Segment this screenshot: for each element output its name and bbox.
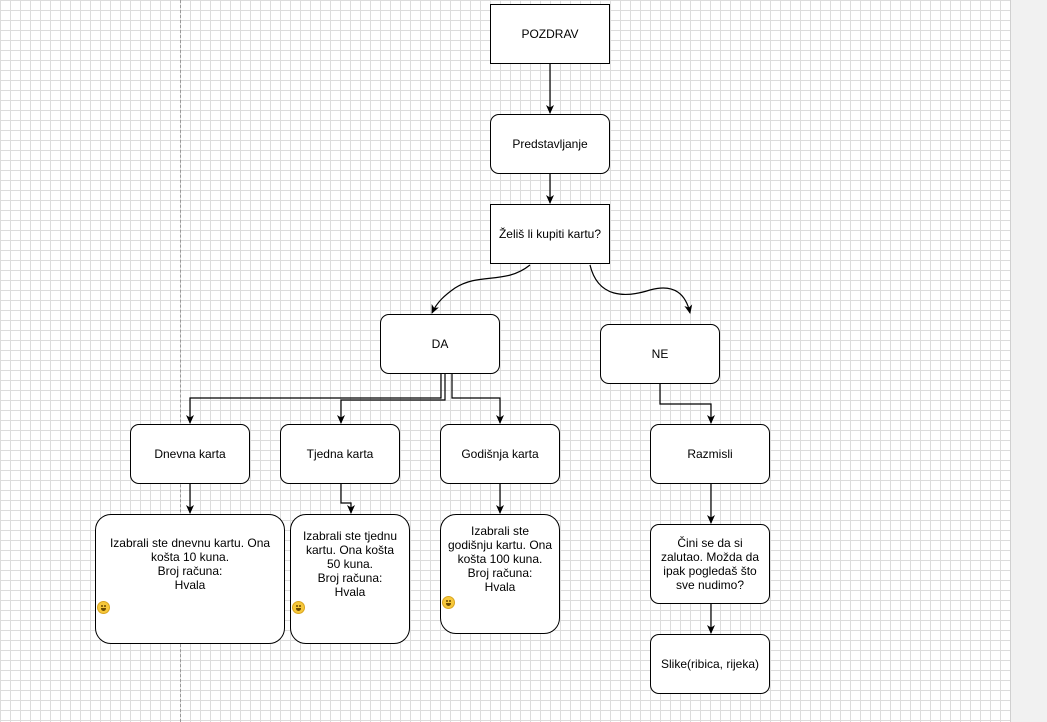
node-ne[interactable]: NE <box>600 324 720 384</box>
node-godisnja-karta-label: Godišnja karta <box>461 447 539 461</box>
node-godisnja-poruka-label: Izabrali ste godišnju kartu. Ona košta 1… <box>447 524 553 594</box>
node-godisnja-karta[interactable]: Godišnja karta <box>440 424 560 484</box>
edge-ne-razmisli <box>659 384 715 424</box>
edge-da-dnevna <box>186 374 442 424</box>
node-dnevna-karta-label: Dnevna karta <box>154 447 226 461</box>
node-da[interactable]: DA <box>380 314 500 374</box>
diagram-canvas[interactable]: POZDRAV Predstavljanje Želiš li kupiti k… <box>0 0 1010 722</box>
node-razmisli-label: Razmisli <box>687 447 733 461</box>
smiley-icon <box>442 596 455 609</box>
page-boundary-line <box>180 0 181 722</box>
node-ne-label: NE <box>651 347 669 361</box>
edge-da-tjedna <box>337 374 446 424</box>
node-tjedna-karta-label: Tjedna karta <box>306 447 374 461</box>
node-pitanje-label: Želiš li kupiti kartu? <box>498 227 602 241</box>
node-zalutao-poruka-label: Čini se da si zalutao. Možda da ipak pog… <box>660 536 760 592</box>
node-pozdrav-label: POZDRAV <box>521 27 579 41</box>
node-pitanje[interactable]: Želiš li kupiti kartu? <box>490 204 610 264</box>
node-tjedna-poruka[interactable]: Izabrali ste tjednu kartu. Ona košta 50 … <box>290 514 410 644</box>
node-dnevna-poruka[interactable]: Izabrali ste dnevnu kartu. Ona košta 10 … <box>95 514 285 644</box>
node-slike[interactable]: Slike(ribica, rijeka) <box>650 634 770 694</box>
node-godisnja-poruka[interactable]: Izabrali ste godišnju kartu. Ona košta 1… <box>440 514 560 634</box>
edge-da-godisnja <box>451 374 504 424</box>
node-predstavljanje-label: Predstavljanje <box>512 137 588 151</box>
node-slike-label: Slike(ribica, rijeka) <box>660 657 760 671</box>
node-dnevna-karta[interactable]: Dnevna karta <box>130 424 250 484</box>
edge-pitanje-da <box>431 264 531 314</box>
node-zalutao-poruka[interactable]: Čini se da si zalutao. Možda da ipak pog… <box>650 524 770 604</box>
node-razmisli[interactable]: Razmisli <box>650 424 770 484</box>
node-tjedna-poruka-label: Izabrali ste tjednu kartu. Ona košta 50 … <box>302 529 398 599</box>
edge-pitanje-ne <box>589 264 693 314</box>
right-side-panel <box>1010 0 1047 722</box>
edge-tjedna-poruka <box>340 484 355 514</box>
node-da-label: DA <box>431 337 449 351</box>
node-dnevna-poruka-label: Izabrali ste dnevnu kartu. Ona košta 10 … <box>109 536 271 592</box>
smiley-icon <box>97 601 110 614</box>
node-tjedna-karta[interactable]: Tjedna karta <box>280 424 400 484</box>
node-pozdrav[interactable]: POZDRAV <box>490 4 610 64</box>
node-predstavljanje[interactable]: Predstavljanje <box>490 114 610 174</box>
connectors-layer <box>186 64 715 634</box>
smiley-icon <box>292 601 305 614</box>
